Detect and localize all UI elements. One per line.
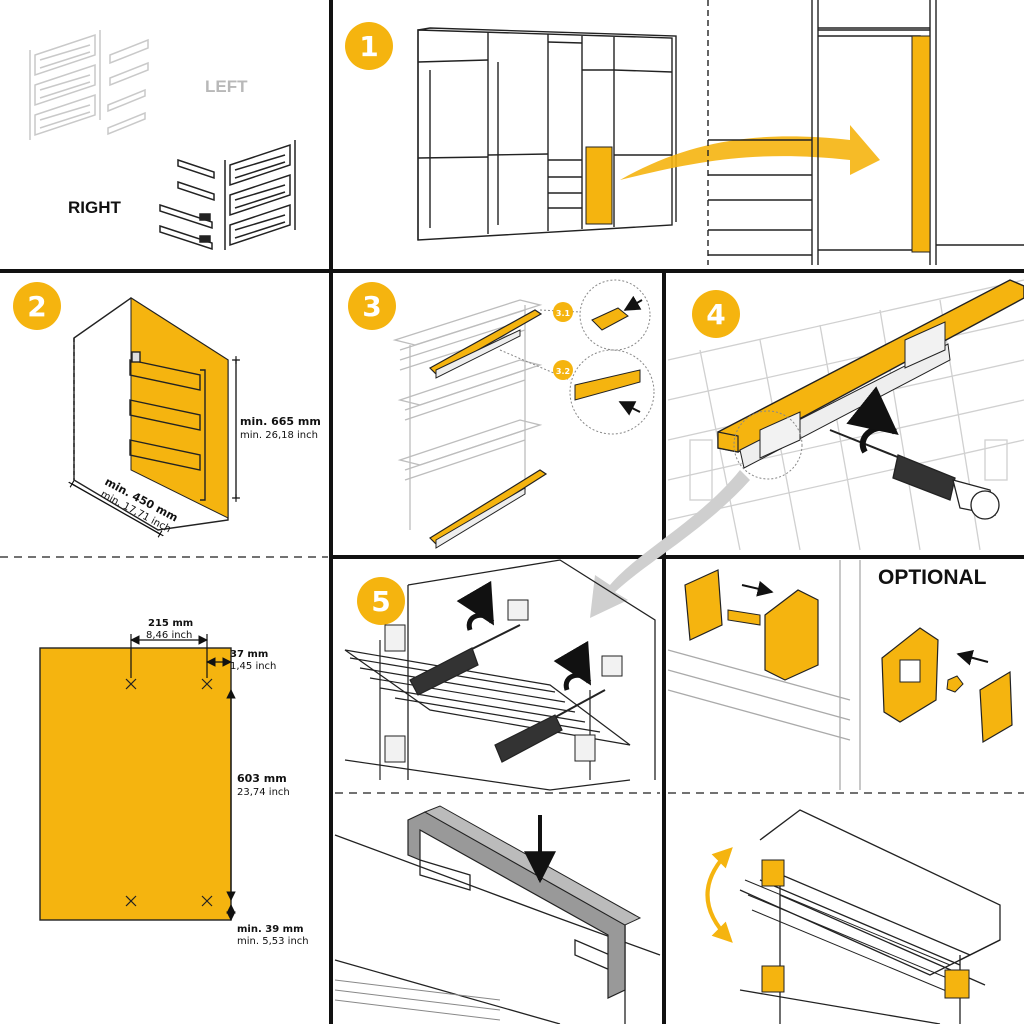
right-label: RIGHT xyxy=(68,198,122,217)
wardrobe-illustration xyxy=(417,27,677,241)
step-4-panel: 4 xyxy=(667,279,1024,551)
detail-callout-4 xyxy=(733,410,803,480)
cover-cap-top xyxy=(423,805,642,926)
bolt xyxy=(727,609,761,626)
main-rail xyxy=(717,279,1024,453)
drilling-template-panel: 215 mm 8,46 inch 37 mm 1,45 inch 603 mm … xyxy=(39,618,309,947)
detail-2-arrow xyxy=(618,401,641,416)
dim-37-mm: 37 mm xyxy=(230,649,268,660)
left-unit-illustration xyxy=(29,30,149,140)
rotation-arrow-4 xyxy=(846,386,899,454)
drilling-dimension-lines xyxy=(130,634,236,921)
flange-hole xyxy=(899,659,921,683)
optional-rack xyxy=(667,560,861,790)
rotation-arrow-5a xyxy=(456,580,495,631)
upper-slide xyxy=(435,329,521,379)
cap-left xyxy=(684,569,723,641)
sub-step-3-2-label: 3.2 xyxy=(556,367,570,376)
detail-1-rail-end xyxy=(591,307,629,331)
step-2-badge xyxy=(13,282,61,330)
bottom-wire-rack xyxy=(334,979,501,1021)
lower-slide xyxy=(435,487,526,549)
width-dimension xyxy=(68,480,164,538)
cover-cap-panel xyxy=(334,805,661,1024)
detail-2-rail xyxy=(574,369,641,401)
left-label: LEFT xyxy=(205,77,248,96)
step-5-number: 5 xyxy=(371,585,390,618)
sub-step-3-1-badge xyxy=(553,302,573,322)
step-5-panel: 5 xyxy=(344,559,656,791)
step-2-number: 2 xyxy=(27,290,46,323)
dim-37-inch: 1,45 inch xyxy=(230,661,276,672)
wall-panel xyxy=(407,559,656,780)
overview-panel: LEFT RIGHT xyxy=(29,30,296,251)
wardrobe-highlight-panel xyxy=(585,146,613,225)
height-adjust-panel xyxy=(705,809,1001,1024)
rack-baskets xyxy=(344,640,631,791)
lower-rail xyxy=(429,469,548,545)
bracket-mid xyxy=(761,965,785,993)
step-1-badge xyxy=(345,22,393,70)
step-3-badge xyxy=(348,282,396,330)
hanging-brackets xyxy=(384,599,623,763)
transition-arrow xyxy=(590,470,750,618)
cabinet-racks xyxy=(129,351,206,501)
template-board xyxy=(39,647,232,921)
right-unit-illustration xyxy=(159,140,296,251)
step-2-panel: 2 min. 665 mm min. 26,18 inch min. 450 m… xyxy=(13,282,321,538)
screwdriver xyxy=(829,429,1000,520)
dim-603-mm: 603 mm xyxy=(237,772,287,785)
dim-39-inch: min. 5,53 inch xyxy=(237,936,309,947)
sub-step-3-2-badge xyxy=(553,360,573,380)
adjust-arrow xyxy=(705,847,733,943)
step-1-number: 1 xyxy=(359,30,378,63)
arrow-left xyxy=(956,649,989,666)
step-1-panel: 1 xyxy=(345,0,1024,265)
zoom-highlight-panel xyxy=(911,35,931,253)
optional-label: OPTIONAL xyxy=(878,566,987,589)
step-4-number: 4 xyxy=(706,298,725,331)
rack-illustration xyxy=(392,299,543,530)
rack-wires xyxy=(744,879,957,996)
step-1-zoom-arrow xyxy=(620,125,880,180)
nut xyxy=(946,675,964,693)
connector-block xyxy=(764,589,819,681)
rotation-arrow-5b xyxy=(553,640,592,691)
wardrobe-zoom-detail xyxy=(707,0,1024,265)
screwdrivers-step-5 xyxy=(409,624,606,763)
upper-rail xyxy=(429,309,543,375)
dim-215-mm: 215 mm xyxy=(148,618,193,629)
bracket-top xyxy=(761,859,785,887)
panel-dashed-dividers xyxy=(0,556,1024,794)
cap-right xyxy=(979,670,1013,744)
optional-panel: OPTIONAL xyxy=(667,560,1013,790)
step-3-panel: 3 3.1 3.2 xyxy=(348,279,655,549)
height-mm-label: min. 665 mm xyxy=(240,415,321,428)
step-4-badge xyxy=(692,290,740,338)
rail-front xyxy=(717,431,739,453)
bracket-right xyxy=(944,969,970,999)
detail-callouts xyxy=(499,279,655,435)
height-inch-label: min. 26,18 inch xyxy=(240,430,318,441)
dim-39-mm: min. 39 mm xyxy=(237,924,303,935)
dim-603-inch: 23,74 inch xyxy=(237,787,290,798)
detail-1-arrow xyxy=(623,295,643,311)
cabinet-side-panel xyxy=(130,297,229,519)
dim-215-inch: 8,46 inch xyxy=(146,630,192,641)
arrow-right xyxy=(741,580,774,597)
step-5-badge xyxy=(357,577,405,625)
drill-holes xyxy=(125,678,213,907)
sub-step-3-1-label: 3.1 xyxy=(556,309,571,318)
mounting-brackets xyxy=(759,321,946,459)
step-3-number: 3 xyxy=(362,290,381,323)
